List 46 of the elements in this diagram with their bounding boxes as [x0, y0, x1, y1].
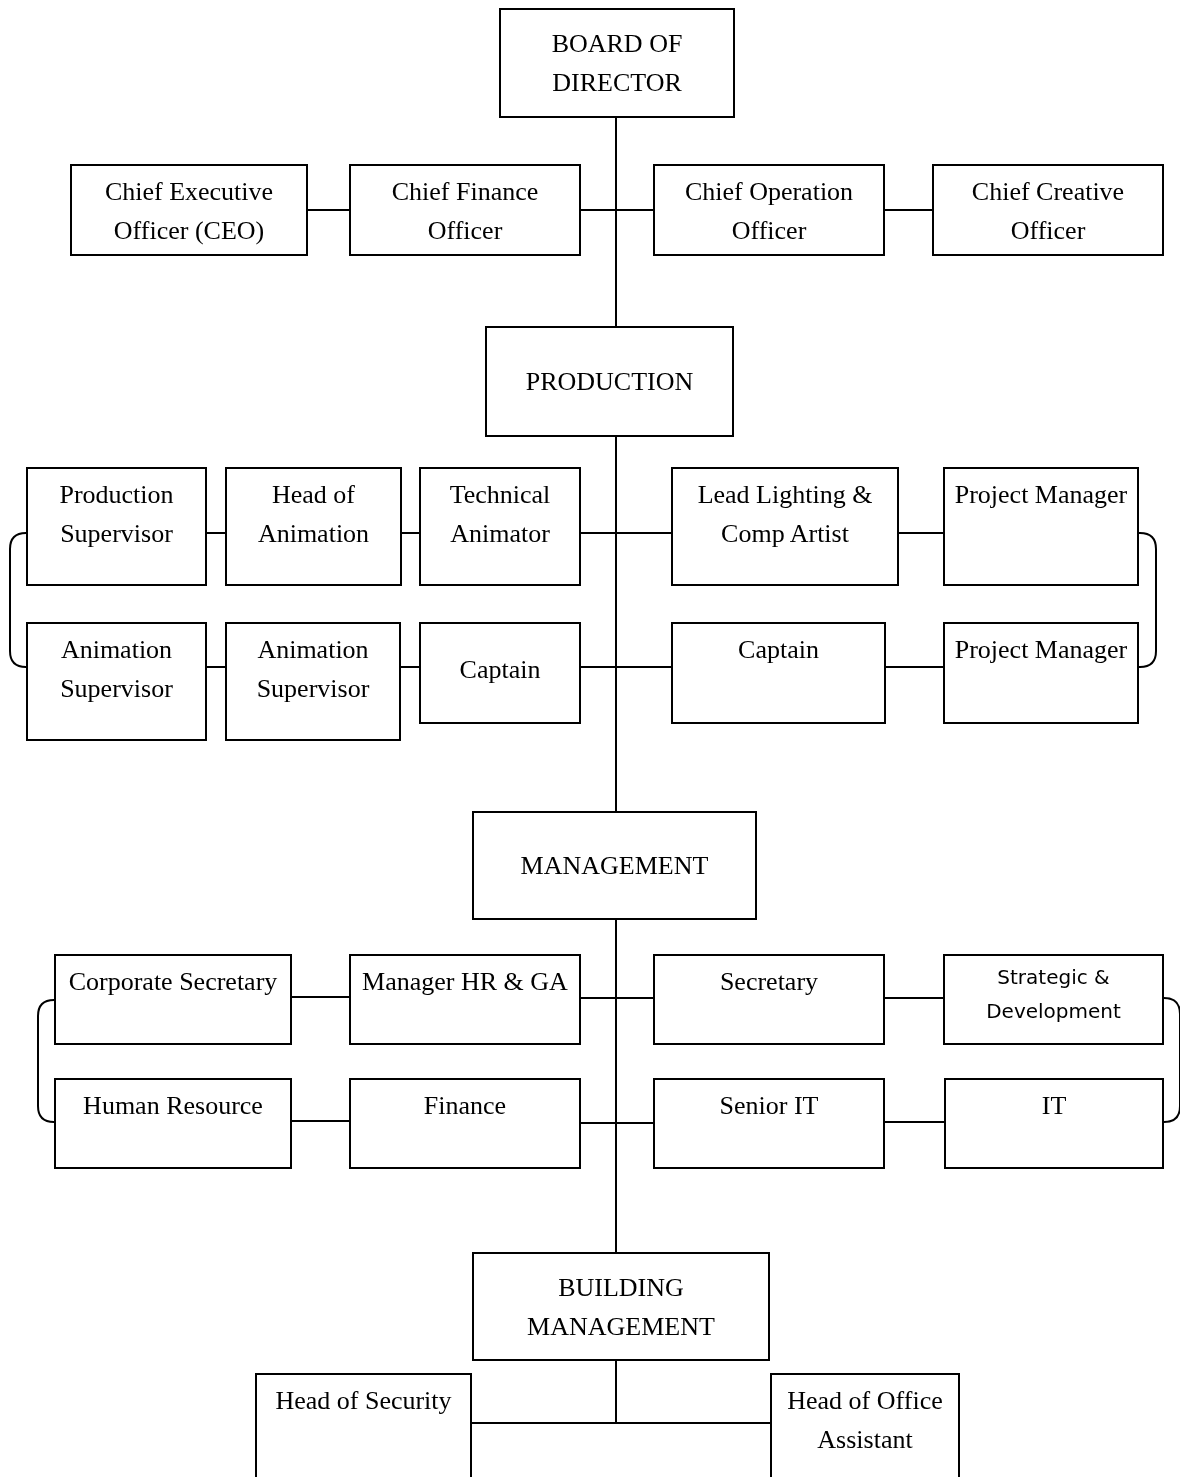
connector-line [206, 532, 226, 534]
position-box: Strategic & Development [943, 954, 1164, 1045]
position-box: Secretary [653, 954, 885, 1045]
position-box: Project Manager [943, 622, 1139, 724]
connector-line [401, 532, 420, 534]
connector-line [615, 1360, 771, 1424]
position-box: Corporate Secretary [54, 954, 292, 1045]
position-box: Manager HR & GA [349, 954, 581, 1045]
position-box: Captain [671, 622, 886, 724]
connector-line [884, 1121, 945, 1123]
connector-line [307, 209, 350, 211]
connector-line [615, 919, 654, 1124]
position-box: Captain [419, 622, 581, 724]
connector-line [884, 997, 944, 999]
position-box: Chief Executive Officer (CEO) [70, 164, 308, 256]
position-box: Animation Supervisor [225, 622, 401, 741]
connector-line [291, 1120, 350, 1122]
position-box: Chief Creative Officer [932, 164, 1164, 256]
position-box: Production Supervisor [26, 467, 207, 586]
position-box: Chief Finance Officer [349, 164, 581, 256]
department-box: MANAGEMENT [472, 811, 757, 920]
position-box: Head of Office Assistant [770, 1373, 960, 1477]
position-box: IT [944, 1078, 1164, 1169]
position-box: Chief Operation Officer [653, 164, 885, 256]
position-box: Technical Animator [419, 467, 581, 586]
connector-line [400, 666, 420, 668]
connector-line [885, 666, 944, 668]
connector-line [1138, 532, 1157, 668]
department-box: BOARD OF DIRECTOR [499, 8, 735, 118]
connector-line [898, 532, 944, 534]
position-box: Project Manager [943, 467, 1139, 586]
connector-line [884, 209, 933, 211]
connector-line [291, 996, 350, 998]
position-box: Senior IT [653, 1078, 885, 1169]
department-box: BUILDING MANAGEMENT [472, 1252, 770, 1361]
position-box: Finance [349, 1078, 581, 1169]
connector-line [615, 117, 654, 211]
position-box: Head of Animation [225, 467, 402, 586]
connector-line [206, 666, 226, 668]
department-box: PRODUCTION [485, 326, 734, 437]
connector-line [615, 436, 672, 668]
position-box: Human Resource [54, 1078, 292, 1169]
position-box: Lead Lighting & Comp Artist [671, 467, 899, 586]
connector-line [1163, 997, 1180, 1123]
position-box: Head of Security [255, 1373, 472, 1477]
position-box: Animation Supervisor [26, 622, 207, 741]
